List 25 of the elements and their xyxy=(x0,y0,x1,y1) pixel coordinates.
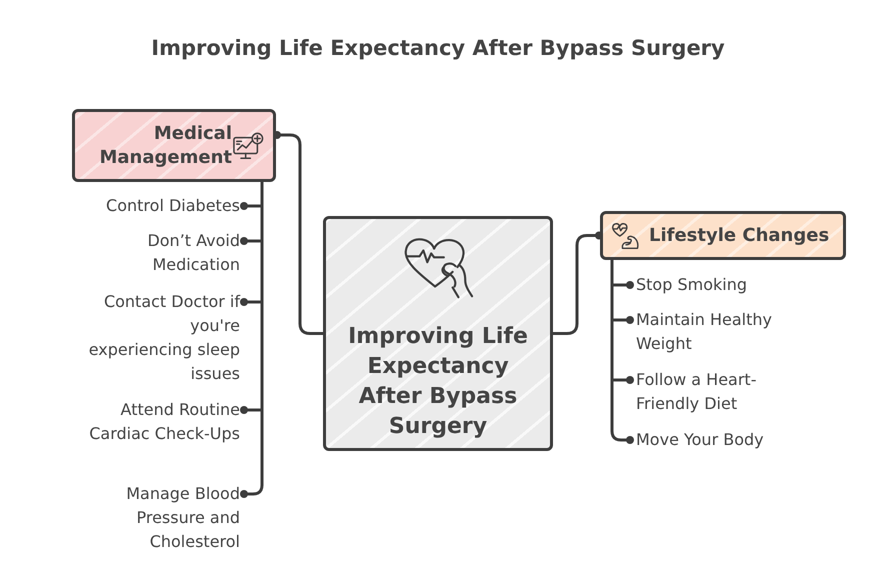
list-item-text: Stop Smoking xyxy=(636,273,801,297)
connector-line xyxy=(240,298,264,306)
list-item-text: Contact Doctor if you're experiencing sleep issues xyxy=(85,290,240,386)
list-item-text: Move Your Body xyxy=(636,428,801,452)
list-item-text: Follow a Heart-Friendly Diet xyxy=(636,368,801,416)
connector-line xyxy=(240,180,264,498)
list-item-text: Attend Routine Cardiac Check-Ups xyxy=(85,398,240,446)
connector-line xyxy=(610,258,634,444)
category-title: Lifestyle Changes xyxy=(649,224,830,248)
connector-line xyxy=(240,406,264,414)
list-item-text: Don’t Avoid Medication xyxy=(85,229,240,277)
connector-line xyxy=(610,316,634,324)
category-title: Medical Management xyxy=(98,122,232,170)
list-item-text: Manage Blood Pressure and Cholesterol xyxy=(85,482,240,554)
list-item-text: Control Diabetes xyxy=(85,194,240,218)
central-topic-box xyxy=(323,216,553,451)
list-item-text: Maintain Healthy Weight xyxy=(636,308,801,356)
diagram-title: Improving Life Expectancy After Bypass Surgery xyxy=(151,35,725,62)
connector-line xyxy=(240,237,264,245)
category-box xyxy=(600,211,846,260)
connector-line xyxy=(610,376,634,384)
connector-line xyxy=(240,202,264,210)
connector-line xyxy=(610,281,634,289)
central-topic-title: Improving Life Expectancy After Bypass Surgery xyxy=(347,323,529,441)
category-box xyxy=(72,109,276,182)
